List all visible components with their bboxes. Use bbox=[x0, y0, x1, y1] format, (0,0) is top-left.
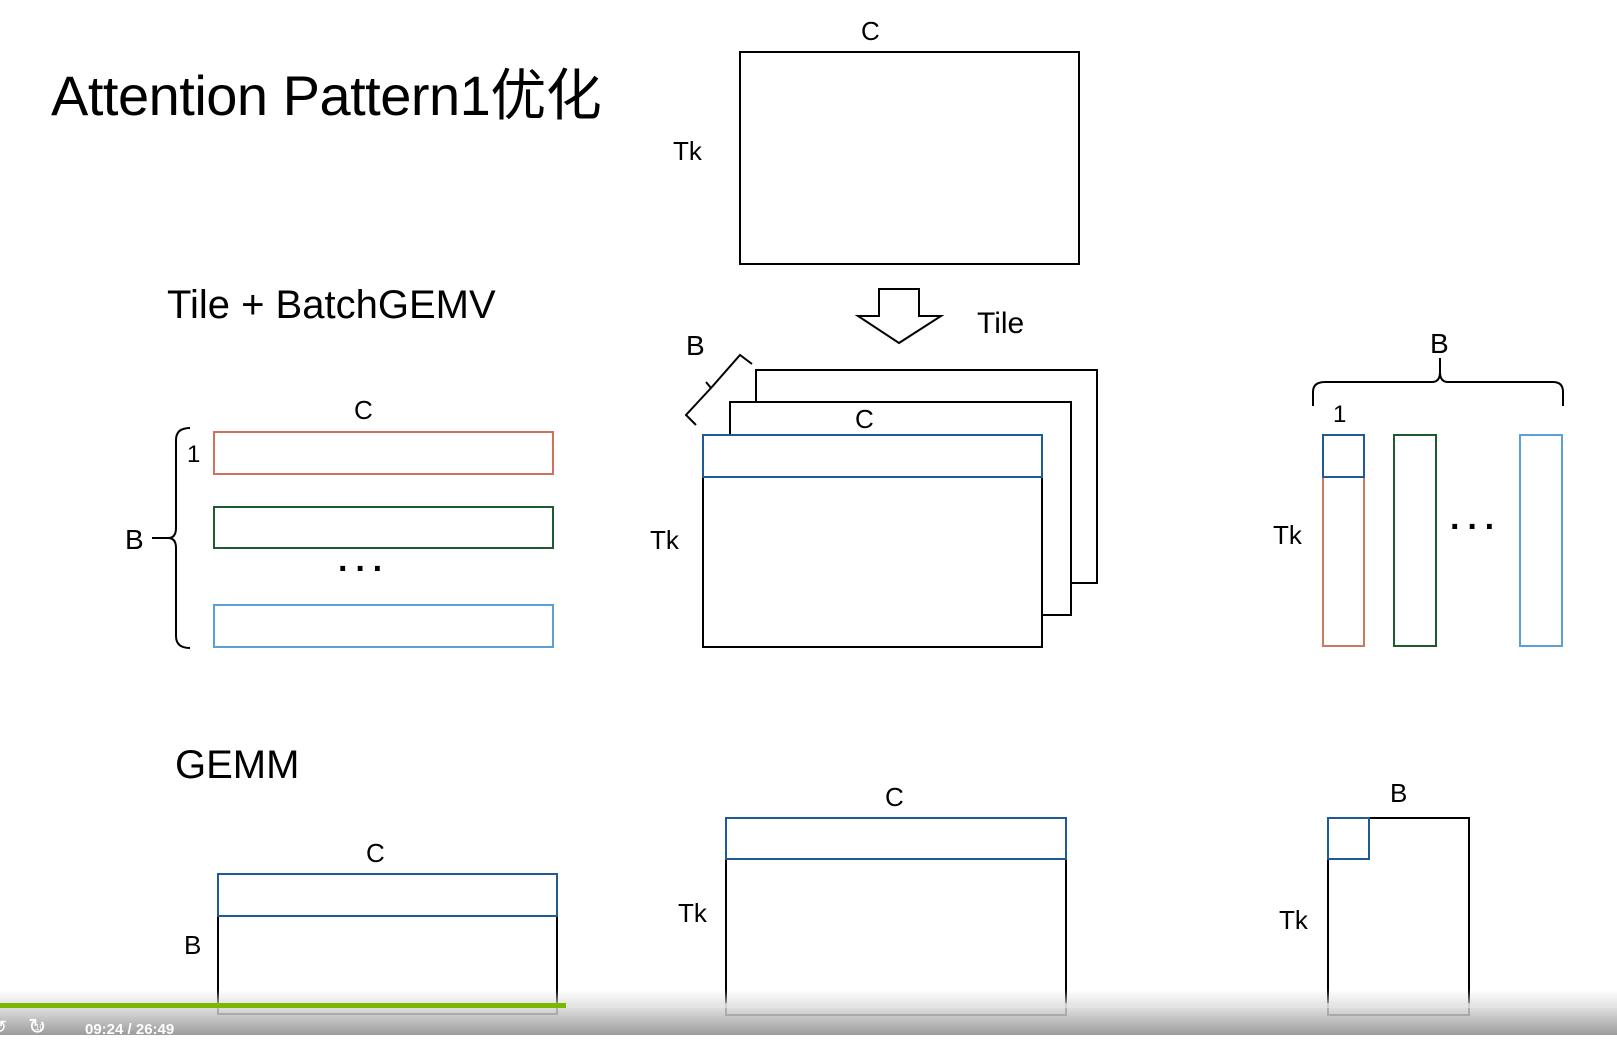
playback-time: 09:24 / 26:49 bbox=[85, 1021, 175, 1038]
cols-first-label: 1 bbox=[1333, 401, 1347, 428]
gemm-b-col-label: C bbox=[885, 782, 904, 812]
rows-brace-label: B bbox=[125, 524, 144, 555]
stack-row-label: Tk bbox=[650, 525, 679, 555]
gemm-c-tile bbox=[1327, 817, 1370, 860]
rows-ellipsis: ··· bbox=[338, 550, 390, 588]
gemm-c-col-label: B bbox=[1390, 778, 1408, 808]
gemm-b-tile-row bbox=[725, 817, 1067, 860]
gemm-a-tile-row bbox=[217, 873, 558, 917]
gemm-a-row-label: B bbox=[184, 930, 202, 960]
col-vector-1-tile bbox=[1322, 434, 1365, 478]
video-control-bar bbox=[0, 990, 1617, 1035]
gemm-c-row-label: Tk bbox=[1279, 905, 1308, 935]
progress-track[interactable] bbox=[0, 1003, 1617, 1008]
col-vector-2 bbox=[1393, 434, 1437, 647]
cols-brace-label: B bbox=[1430, 328, 1449, 359]
stack-depth-brace bbox=[684, 353, 753, 426]
top-matrix-col-label: C bbox=[861, 16, 880, 46]
top-matrix bbox=[739, 51, 1080, 265]
tile-arrow-label: Tile bbox=[977, 307, 1025, 340]
col-vector-last bbox=[1519, 434, 1563, 647]
cols-brace bbox=[1312, 358, 1564, 406]
rows-first-label: 1 bbox=[187, 441, 201, 468]
stack-depth-label: B bbox=[686, 330, 705, 361]
tile-arrow-icon bbox=[854, 288, 945, 345]
gemm-a-col-label: C bbox=[366, 838, 385, 868]
forward-10-label: 10 bbox=[35, 1023, 44, 1032]
row-vector-last bbox=[213, 604, 554, 648]
forward-10-icon[interactable]: ↻10 bbox=[28, 1014, 47, 1039]
replay-back-icon[interactable]: ↺ bbox=[0, 1017, 7, 1038]
stack-col-label: C bbox=[855, 404, 874, 434]
slide-title: Attention Pattern1优化 bbox=[51, 64, 602, 127]
row-vector-2 bbox=[213, 506, 554, 549]
cols-row-label: Tk bbox=[1273, 520, 1302, 550]
section-tile-batchgemv: Tile + BatchGEMV bbox=[167, 283, 496, 327]
progress-bar-played[interactable] bbox=[0, 1003, 566, 1008]
cols-ellipsis: ··· bbox=[1450, 508, 1502, 546]
section-gemm: GEMM bbox=[175, 743, 300, 787]
top-matrix-row-label: Tk bbox=[673, 136, 702, 166]
rows-brace bbox=[152, 427, 191, 649]
row-vector-1 bbox=[213, 431, 554, 475]
stack-front-tile-row bbox=[702, 434, 1043, 478]
rows-col-label: C bbox=[354, 395, 373, 425]
gemm-b-row-label: Tk bbox=[678, 898, 707, 928]
